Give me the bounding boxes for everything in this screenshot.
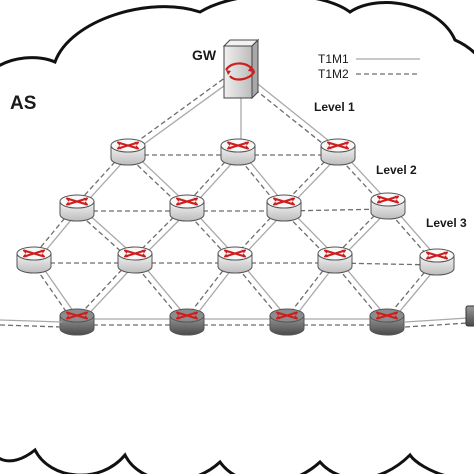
router-icon-r1c <box>320 138 356 166</box>
router-icon-r3a <box>16 246 52 274</box>
link-gw-r1a-solid <box>129 73 241 155</box>
link-gw-r1a-dashed <box>125 69 237 151</box>
router-icon-r2d <box>370 192 406 220</box>
router-icon-r2b <box>169 194 205 222</box>
gateway-label: GW <box>192 47 217 63</box>
edge-stub-right <box>404 317 469 323</box>
router-dark-icon-r4c <box>269 308 305 336</box>
legend-label-t1m2: T1M2 <box>318 67 349 81</box>
link-r3b-r4a-dashed <box>74 257 134 321</box>
router-icon-r1b <box>220 138 256 166</box>
edge-stub-left <box>0 319 63 323</box>
link-gw-r1c-dashed <box>235 73 337 155</box>
router-icon-r1a <box>110 138 146 166</box>
router-icon-r3d <box>317 246 353 274</box>
gateway-server-icon <box>222 38 260 100</box>
edge-stub-left-dashed <box>0 324 63 328</box>
level-2-label: Level 2 <box>376 163 417 177</box>
as-label: AS <box>10 93 36 114</box>
router-dark-icon-r4b <box>169 308 205 336</box>
level-1-label: Level 1 <box>314 100 355 114</box>
legend: T1M1 T1M2 <box>318 52 420 81</box>
edge-router-right <box>465 305 474 327</box>
router-icon-r3e <box>419 248 455 276</box>
nodes-layer <box>16 38 455 336</box>
edge-stub-right-dashed <box>404 322 469 328</box>
legend-label-t1m1: T1M1 <box>318 52 349 66</box>
router-icon-r2c <box>266 194 302 222</box>
router-dark-icon-r4a <box>59 308 95 336</box>
router-icon-r2a <box>59 194 95 222</box>
level-3-label: Level 3 <box>426 216 467 230</box>
router-icon-r3b <box>117 246 153 274</box>
router-dark-icon-r4d <box>369 308 405 336</box>
router-icon-r3c <box>217 246 253 274</box>
